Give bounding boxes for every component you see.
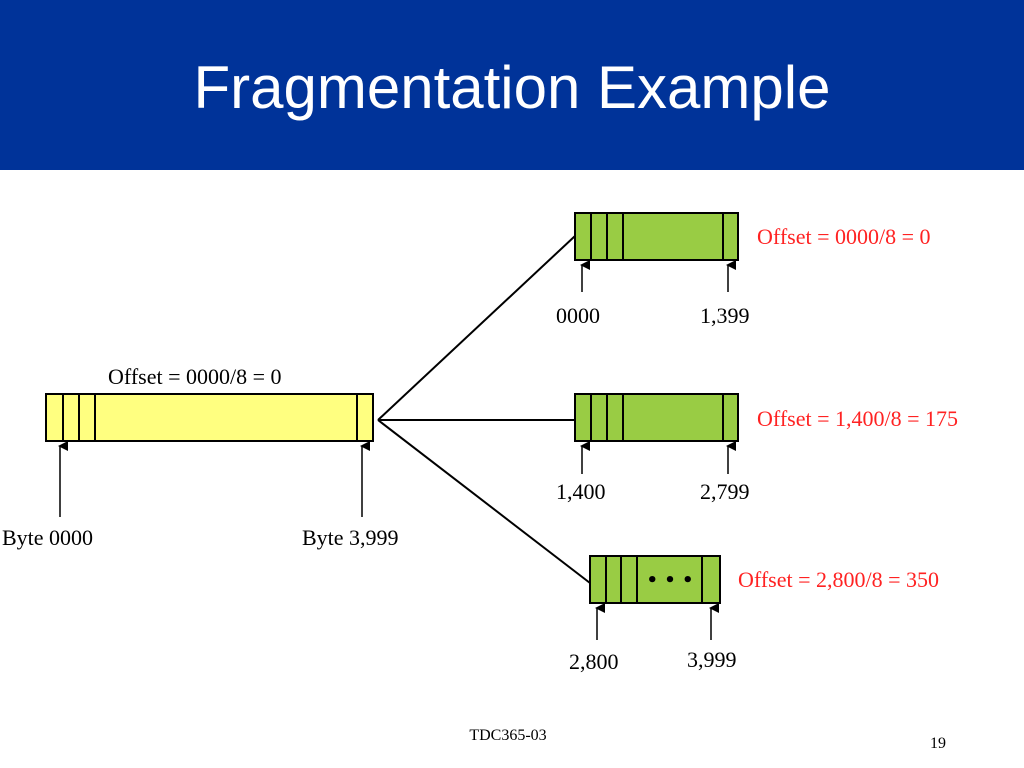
fragment-1-offset-label: Offset = 0000/8 = 0 [757, 224, 931, 249]
fragment-2 [574, 393, 739, 442]
original-end-label: Byte 3,999 [302, 525, 399, 550]
fragment-2-offset-label: Offset = 1,400/8 = 175 [757, 406, 958, 431]
fragment-1-end-label: 1,399 [700, 303, 750, 328]
title-bar [0, 0, 1024, 170]
original-datagram [45, 393, 374, 442]
original-datagram-body [45, 393, 374, 442]
fragment-3-end-label: 3,999 [687, 647, 737, 672]
fragment-3-body [589, 555, 721, 604]
original-start-label: Byte 0000 [2, 525, 93, 550]
fragment-1 [574, 212, 739, 261]
fragment-3-ellipsis: • • • [646, 570, 693, 591]
fragment-2-end-label: 2,799 [700, 479, 750, 504]
page-number: 19 [930, 735, 946, 752]
fragment-2-body [574, 393, 739, 442]
fragment-1-body [574, 212, 739, 261]
fragment-2-start-label: 1,400 [556, 479, 606, 504]
slide-title: Fragmentation Example [193, 54, 831, 121]
fragment-3-start-label: 2,800 [569, 649, 619, 674]
branch-line-fragment-3 [377, 419, 591, 584]
slide-footer: TDC365-03 [469, 727, 547, 744]
branch-line-fragment-1 [377, 235, 576, 421]
fragment-3 [589, 555, 721, 604]
original-offset-label: Offset = 0000/8 = 0 [108, 364, 282, 389]
fragment-1-start-label: 0000 [556, 303, 600, 328]
fragment-3-offset-label: Offset = 2,800/8 = 350 [738, 567, 939, 592]
